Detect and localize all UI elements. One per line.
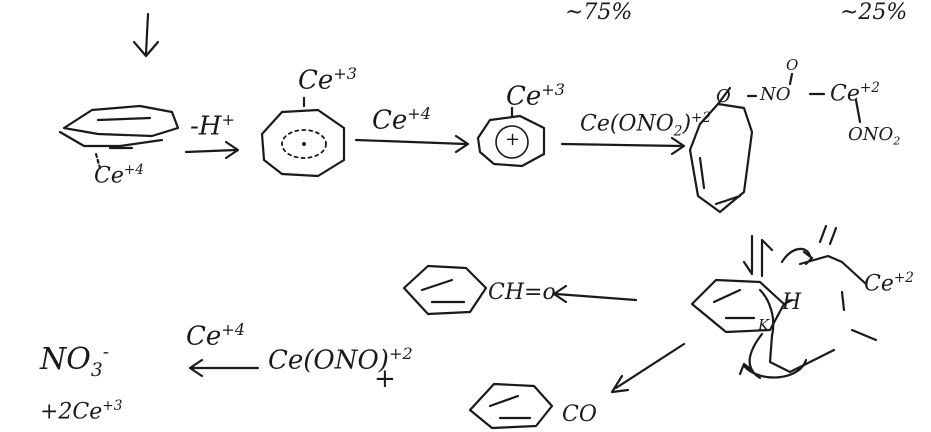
- product-ce: Ce+2: [830, 80, 880, 107]
- equilibrium-arrows: [742, 234, 774, 278]
- arrow-to-benzaldehyde: [552, 284, 638, 304]
- product-ono2: ONO2: [848, 124, 901, 148]
- reaction-arrow-3: [560, 136, 686, 156]
- yield-note-left: ~75%: [565, 0, 633, 25]
- cot-ce-complex: [58, 104, 180, 170]
- hydrogen-label: H: [782, 290, 802, 315]
- fragmentation-intermediate: [690, 224, 878, 380]
- arrow-3-label: Ce(ONO2)+2: [580, 110, 712, 140]
- ce3-label-2: Ce+3: [506, 80, 566, 112]
- final-arrow: [188, 358, 260, 378]
- final-arrow-label: Ce+4: [186, 320, 246, 352]
- co-ring: [468, 382, 554, 430]
- ring-k-label: K: [758, 316, 770, 334]
- arrow-to-co: [610, 342, 686, 394]
- product-o-double: O: [786, 56, 799, 74]
- co-label: CO: [562, 402, 597, 427]
- tropylium-ring: [476, 106, 546, 168]
- reaction-arrow-2: [354, 134, 470, 154]
- yield-note-right: ~25%: [840, 0, 908, 25]
- complex-ce-label: Ce+4: [94, 162, 144, 189]
- nitrate-ester-product: [688, 72, 862, 214]
- ce-ono-byproduct: Ce(ONO)+2: [268, 344, 413, 376]
- product-o-left: O: [716, 86, 731, 107]
- byproduct-plus: +: [374, 364, 396, 394]
- nitrate-label: NO3-: [40, 342, 109, 381]
- benzaldehyde-ring: [402, 264, 488, 316]
- lower-ce-label: Ce+2: [864, 270, 914, 297]
- product-no: NO: [760, 84, 791, 105]
- down-arrow: [132, 12, 160, 58]
- ring-plus-sign: +: [505, 129, 521, 150]
- cerium-iii-label: +2Ce+3: [40, 398, 123, 425]
- arrow-2-label: Ce+4: [372, 104, 432, 136]
- cycloheptatrienyl-ring: [260, 96, 346, 178]
- benzaldehyde-cho: CH=o: [488, 280, 556, 305]
- ce3-label-1: Ce+3: [298, 64, 358, 96]
- arrow-1-label: -H+: [190, 110, 235, 142]
- reaction-arrow-1: [184, 140, 240, 160]
